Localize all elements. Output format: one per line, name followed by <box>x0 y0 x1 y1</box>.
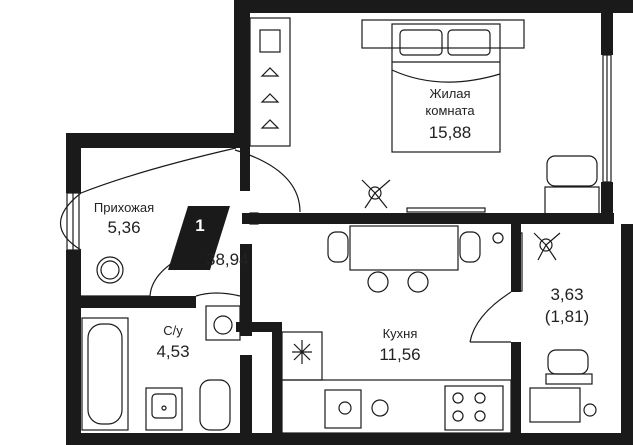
kitchen-name: Кухня <box>383 326 418 341</box>
kitchen-counter <box>281 331 512 434</box>
walls <box>66 0 633 445</box>
living-room-area: 15,88 <box>429 123 472 142</box>
toilet <box>199 379 231 431</box>
living-armchair <box>544 155 600 216</box>
living-room-name-line2: комната <box>425 103 475 118</box>
hallway-area: 5,36 <box>107 218 140 237</box>
bathtub <box>81 317 129 431</box>
plant-icon <box>361 179 391 209</box>
sink <box>145 387 183 431</box>
living-room-name-line1: Жилая <box>429 86 470 101</box>
balcony-area: 3,63 <box>550 285 583 304</box>
rooms-count: 1 <box>195 216 204 235</box>
bathroom-area: 4,53 <box>156 342 189 361</box>
washing-machine-icon <box>205 305 241 341</box>
balcony-armchair <box>529 349 597 423</box>
hallway-round-rug <box>96 256 124 284</box>
tv-unit <box>406 207 486 213</box>
bathroom-name: С/у <box>163 323 183 338</box>
doors <box>59 147 512 343</box>
bed <box>361 19 525 153</box>
rooms-count-badge: 1 <box>168 206 230 270</box>
dining-table <box>327 225 481 293</box>
total-area: 38,94 <box>206 250 249 269</box>
plant-icon <box>492 232 561 261</box>
wardrobe <box>249 17 291 147</box>
hallway-name: Прихожая <box>94 200 154 215</box>
balcony-area-reduced: (1,81) <box>545 307 589 326</box>
kitchen-area: 11,56 <box>379 345 420 364</box>
windows <box>66 54 632 421</box>
